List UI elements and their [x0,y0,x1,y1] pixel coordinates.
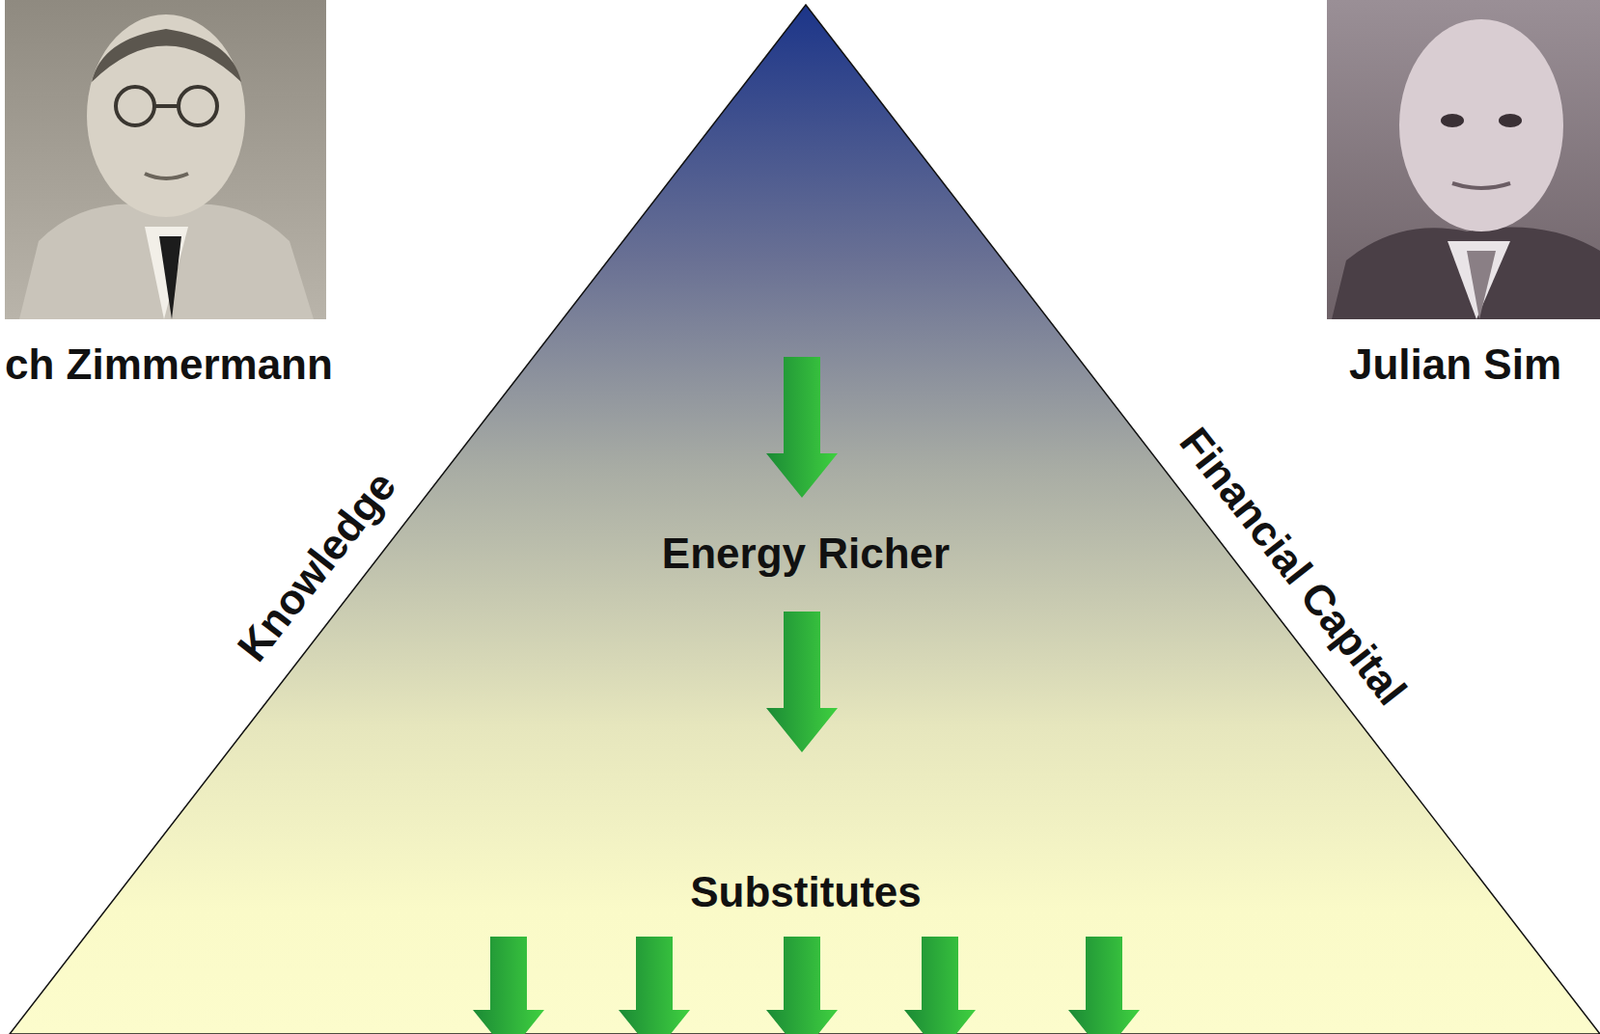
person-name: Julian Sim [1349,341,1562,388]
flow-arrow [472,357,1140,1034]
node-text: Energy Richer [662,530,950,578]
person-name: ch Zimmermann [4,341,333,388]
portrait-photo [1326,0,1600,320]
node-text: Substitutes [689,869,922,916]
portrait-photo [4,0,327,320]
